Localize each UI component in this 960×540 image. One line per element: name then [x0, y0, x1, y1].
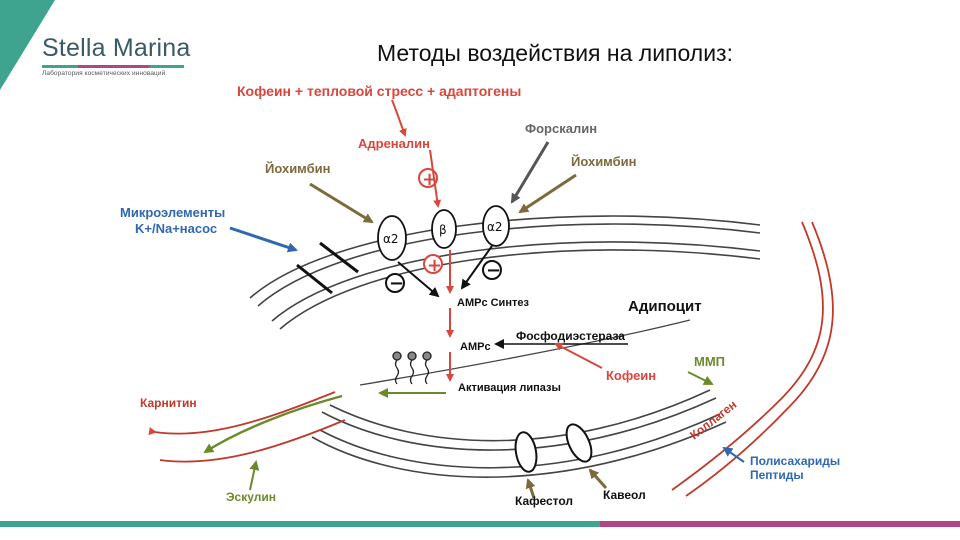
arrow-kaveol — [588, 468, 608, 489]
collagen-fibers — [671, 221, 834, 497]
yohimbine-right-label: Йохимбин — [571, 154, 637, 169]
arrow-esculin — [249, 460, 260, 491]
ion-pump-channel — [296, 241, 359, 295]
arrow-carnitine-olive — [203, 394, 343, 454]
arrow-polysaccharides — [722, 446, 745, 463]
arrow-yohimbine-right — [518, 173, 577, 214]
minus-sign-left: − — [385, 273, 405, 294]
carnitine-curves — [148, 391, 346, 463]
top-label: Кофеин + тепловой стресс + адаптогены — [237, 83, 521, 99]
adipocyte-label: Адипоцит — [628, 298, 702, 315]
cell-interior-line — [359, 319, 691, 386]
lipase-enzyme-icons — [392, 351, 432, 385]
page-title: Методы воздействия на липолиз: — [377, 40, 733, 66]
logo-stripe — [42, 65, 184, 68]
receptor-beta-label: β — [439, 223, 447, 237]
logo: Stella Marina Лаборатория косметических … — [42, 34, 191, 77]
kaveol-channel — [565, 423, 593, 463]
receptor-a2-left — [377, 215, 407, 261]
amp-synthesis-label: AMPc Синтез — [457, 297, 529, 309]
receptor-a2-right-label: α2 — [487, 220, 503, 234]
corner-decoration — [0, 0, 55, 90]
yohimbine-left-label: Йохимбин — [265, 161, 331, 176]
ion-pump-label: K+/Na+насос — [135, 221, 217, 236]
peptides-label: Пептиды — [750, 468, 804, 482]
arrow-a2-right-to-synthesis — [460, 245, 493, 290]
receptor-a2-right — [482, 205, 510, 247]
lower-membrane — [311, 389, 727, 478]
arrow-yohimbine-left — [309, 182, 374, 224]
mmp-label: ММП — [694, 354, 725, 369]
cafestol-channel — [514, 431, 538, 473]
arrow-microelements — [229, 226, 298, 253]
caffeine-label: Кофеин — [606, 368, 656, 383]
collagen-label: Коллаген — [687, 397, 739, 442]
svg-text:+: + — [427, 255, 442, 276]
arrow-a2-left-to-synthesis — [397, 261, 440, 298]
arrow-adrenaline — [391, 99, 407, 137]
esculin-label: Эскулин — [226, 490, 276, 504]
receptor-a2-left-label: α2 — [383, 232, 399, 246]
minus-sign-right: − — [482, 260, 502, 281]
svg-text:−: − — [486, 260, 501, 281]
receptor-beta — [431, 209, 457, 249]
adrenaline-label: Адреналин — [358, 136, 430, 151]
logo-name: Stella Marina — [42, 34, 191, 62]
arrow-adrenaline-to-beta — [429, 149, 442, 208]
svg-text:−: − — [389, 273, 404, 294]
lipase-activation-label: Активация липазы — [458, 382, 561, 394]
logo-tagline: Лаборатория косметических инноваций — [42, 70, 166, 77]
arrow-cafestol — [525, 478, 536, 499]
carnitine-label: Карнитин — [140, 396, 197, 410]
arrow-mmp — [687, 371, 714, 385]
bottom-stripe — [0, 521, 960, 527]
kaveol-label: Кавеол — [603, 488, 646, 502]
polysaccharides-label: Полисахариды — [750, 454, 840, 468]
microelements-label: Микроэлементы — [120, 205, 225, 220]
forskolin-label: Форскалин — [525, 121, 597, 136]
cafestol-label: Кафестол — [515, 494, 573, 508]
arrow-caffeine — [554, 343, 603, 369]
ampc-label: AMPc — [460, 341, 491, 353]
arrow-forskolin — [510, 141, 550, 204]
phosphodiesterase-label: Фосфодиэстераза — [516, 329, 625, 343]
upper-membrane — [249, 215, 761, 330]
plus-sign-mid: + — [423, 254, 443, 276]
